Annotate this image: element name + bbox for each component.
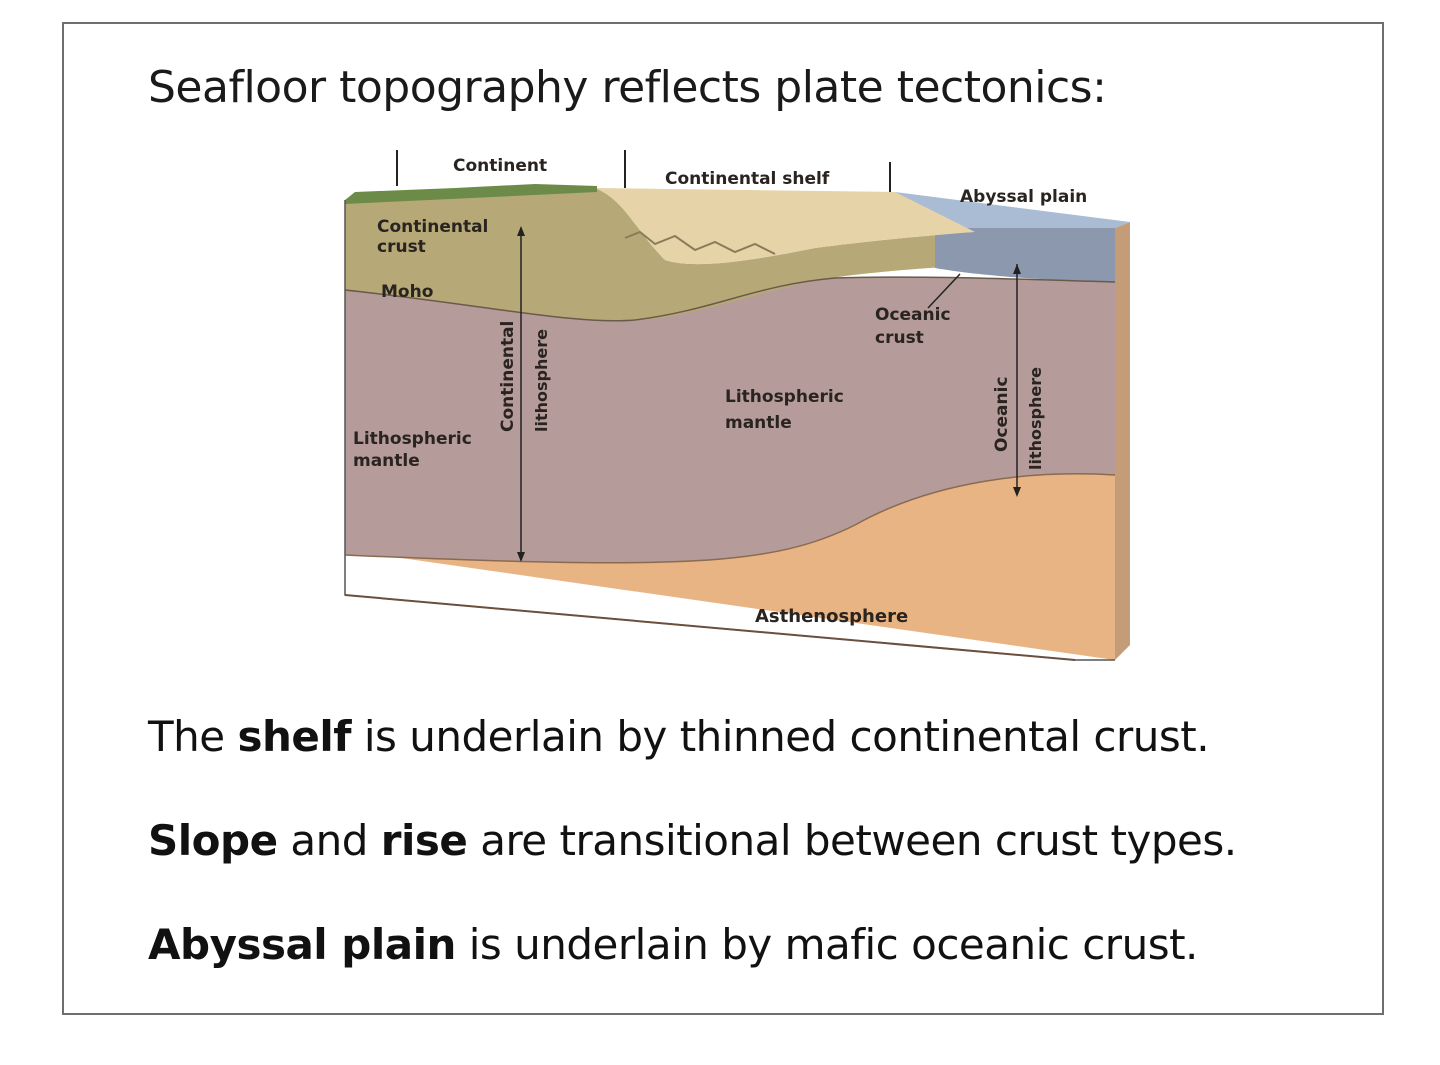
seafloor-cross-section-diagram: Continent Continental shelf Abyssal plai… bbox=[335, 140, 1135, 675]
oceanic-crust-layer bbox=[935, 228, 1115, 282]
cross-section-svg: Continent Continental shelf Abyssal plai… bbox=[344, 150, 1130, 661]
statement-slope-bold: Slope bbox=[148, 816, 278, 865]
asthenosphere-layer bbox=[345, 473, 1115, 660]
block-side-face bbox=[1115, 222, 1130, 660]
statement-slope-rise: Slope and rise are transitional between … bbox=[148, 816, 1237, 865]
statement-shelf: The shelf is underlain by thinned contin… bbox=[148, 712, 1210, 761]
label-asthenosphere: Asthenosphere bbox=[755, 606, 908, 627]
continental-crust-layer bbox=[345, 188, 975, 321]
statement-shelf-pre: The bbox=[148, 712, 238, 761]
label-continental-shelf: Continental shelf bbox=[665, 169, 830, 189]
label-lithospheric-mantle-left-line2: mantle bbox=[353, 451, 420, 471]
statement-slope-mid: and bbox=[277, 816, 381, 865]
oceanic-crust-pointer bbox=[927, 273, 961, 309]
moho-line bbox=[344, 276, 1116, 322]
sediment-layering bbox=[624, 230, 776, 255]
statement-rise-bold: rise bbox=[380, 816, 468, 865]
label-moho: Moho bbox=[381, 282, 433, 302]
label-oceanic-crust-line2: crust bbox=[875, 328, 924, 348]
vegetation-strip bbox=[345, 184, 597, 204]
statement-abyssal-plain: Abyssal plain is underlain by mafic ocea… bbox=[148, 920, 1198, 969]
statement-shelf-post: is underlain by thinned continental crus… bbox=[351, 712, 1210, 761]
label-continental-lithosphere-line1: Continental bbox=[498, 321, 518, 432]
label-oceanic-lithosphere-line1: Oceanic bbox=[992, 376, 1012, 452]
block-bottom-edge bbox=[344, 594, 1076, 661]
label-continental-crust-line1: Continental bbox=[377, 217, 488, 237]
label-continental-crust-line2: crust bbox=[377, 237, 426, 257]
label-oceanic-lithosphere-line2: lithosphere bbox=[1026, 367, 1045, 470]
statement-abyssal-bold: Abyssal plain bbox=[148, 920, 456, 969]
label-abyssal-plain: Abyssal plain bbox=[960, 187, 1087, 207]
slide-title: Seafloor topography reflects plate tecto… bbox=[148, 62, 1107, 113]
ocean-surface bbox=[895, 192, 1130, 228]
shelf-sediment bbox=[595, 188, 975, 265]
label-lithospheric-mantle-mid-line1: Lithospheric bbox=[725, 387, 844, 407]
statement-slope-post: are transitional between crust types. bbox=[467, 816, 1237, 865]
lithosphere-base-line bbox=[344, 473, 1116, 564]
statement-abyssal-post: is underlain by mafic oceanic crust. bbox=[455, 920, 1199, 969]
label-lithospheric-mantle-left-line1: Lithospheric bbox=[353, 429, 472, 449]
label-continent: Continent bbox=[453, 156, 547, 176]
lithospheric-mantle-layer bbox=[345, 277, 1115, 563]
label-lithospheric-mantle-mid-line2: mantle bbox=[725, 413, 792, 433]
label-oceanic-crust-line1: Oceanic bbox=[875, 305, 951, 325]
label-continental-lithosphere-line2: lithosphere bbox=[532, 329, 551, 432]
statement-shelf-bold: shelf bbox=[237, 712, 352, 761]
